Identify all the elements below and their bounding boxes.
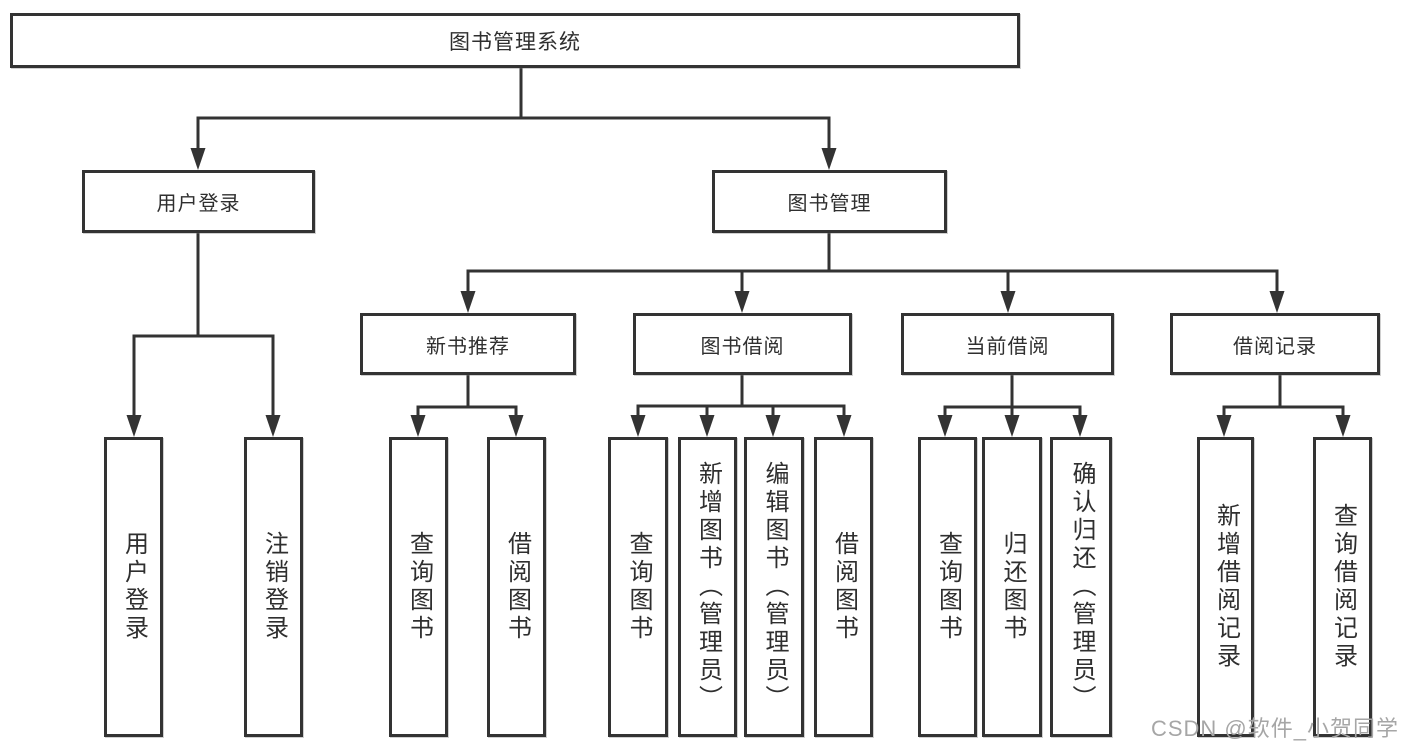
leaf-query-books-borrowing: 查询图书	[608, 437, 668, 737]
leaf-query-books-current: 查询图书	[918, 437, 977, 737]
leaf-query-books-recommend: 查询图书	[389, 437, 448, 737]
node-book-borrowing: 图书借阅	[633, 313, 852, 375]
leaf-add-book-admin: 新增图书（管理员）	[678, 437, 737, 737]
node-book-management: 图书管理	[712, 170, 947, 233]
leaf-return-books: 归还图书	[982, 437, 1042, 737]
leaf-confirm-return-admin: 确认归还（管理员）	[1050, 437, 1112, 737]
node-new-book-recommend: 新书推荐	[360, 313, 576, 375]
leaf-user-login: 用户登录	[104, 437, 163, 737]
leaf-edit-book-admin: 编辑图书（管理员）	[744, 437, 804, 737]
leaf-logout: 注销登录	[244, 437, 303, 737]
leaf-borrow-books-recommend: 借阅图书	[487, 437, 546, 737]
node-current-borrowing: 当前借阅	[901, 313, 1114, 375]
node-user-login: 用户登录	[82, 170, 315, 233]
leaf-add-borrow-record: 新增借阅记录	[1197, 437, 1254, 737]
node-borrowing-records: 借阅记录	[1170, 313, 1380, 375]
leaf-query-borrow-record: 查询借阅记录	[1313, 437, 1372, 737]
node-library-system: 图书管理系统	[10, 13, 1020, 68]
leaf-borrow-books-borrowing: 借阅图书	[814, 437, 873, 737]
